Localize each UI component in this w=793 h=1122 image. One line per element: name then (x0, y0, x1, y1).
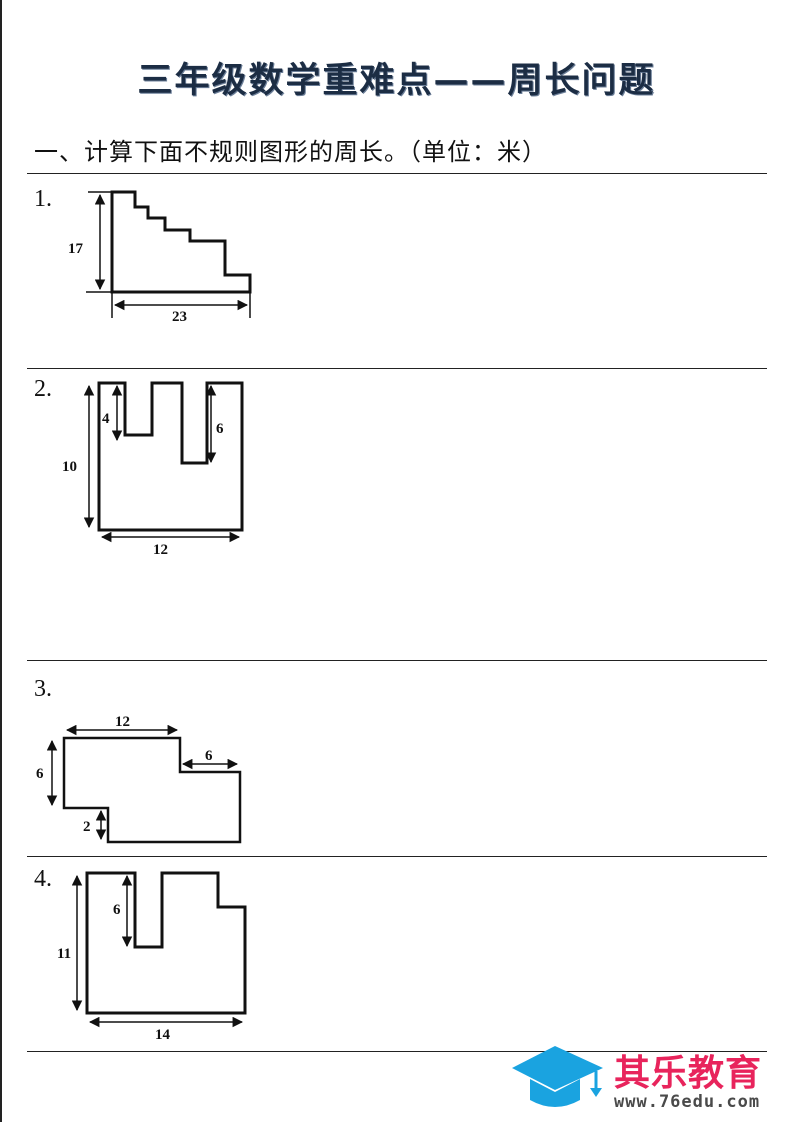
figure-3-stepped-shape: 12 6 6 2 (36, 714, 242, 844)
dimension-label: 2 (83, 819, 91, 835)
notched-shape (97, 381, 244, 532)
notched-step-shape (85, 871, 247, 1015)
dimension-label: 14 (155, 1027, 171, 1043)
dimension-label: 6 (113, 902, 121, 918)
divider (27, 173, 767, 174)
stepped-shape (62, 736, 242, 844)
figure-4-notched-step-shape: 6 11 14 (57, 871, 247, 1043)
section-heading: 一、计算下面不规则图形的周长。（单位：米） (34, 138, 547, 166)
dimension-label: 12 (153, 542, 168, 558)
problem-number: 4. (34, 866, 52, 892)
dimension-label: 12 (115, 714, 130, 730)
problem-number: 2. (34, 376, 52, 402)
divider (27, 1051, 767, 1052)
dimension-label: 4 (102, 411, 110, 427)
divider (27, 856, 767, 857)
divider (27, 368, 767, 369)
staircase-shape (110, 190, 252, 294)
dimension-label: 11 (57, 946, 71, 962)
dimension-label: 10 (62, 459, 77, 475)
problem-number: 3. (34, 676, 52, 702)
dimension-label: 23 (172, 309, 187, 325)
divider (27, 660, 767, 661)
graduation-cap-icon (512, 1046, 603, 1107)
brand-url: www.76edu.com (614, 1092, 761, 1112)
figure-1-staircase: 17 23 (68, 190, 252, 325)
dimension-label: 6 (205, 748, 213, 764)
brand-name: 其乐教育 (614, 1053, 763, 1094)
page-left-border (0, 0, 2, 1122)
problem-number: 1. (34, 186, 52, 212)
figure-2-notched-rectangle: 4 6 10 12 (62, 381, 244, 558)
dimension-label: 17 (68, 241, 84, 257)
dimension-label: 6 (36, 766, 44, 782)
page-title: 三年级数学重难点——周长问题 (137, 61, 656, 101)
dimension-label: 6 (216, 421, 224, 437)
